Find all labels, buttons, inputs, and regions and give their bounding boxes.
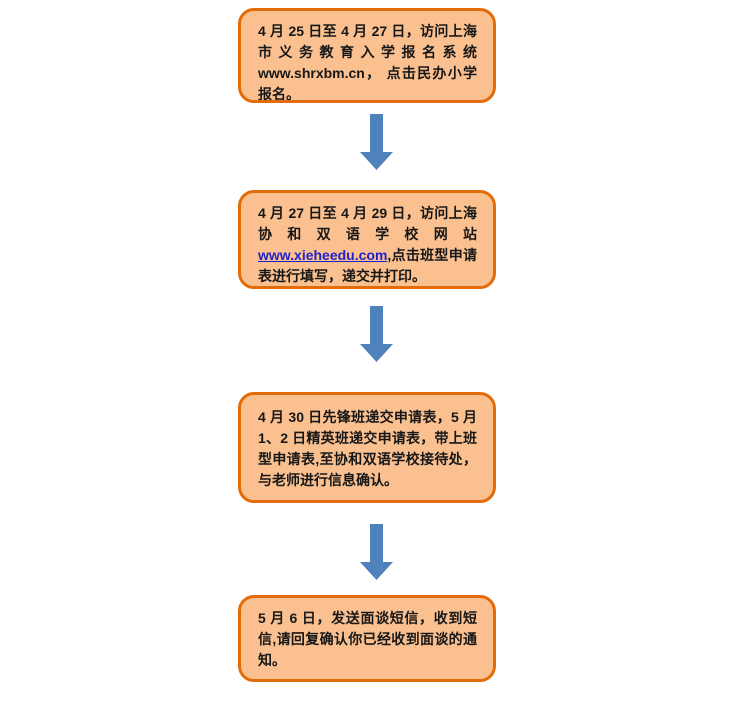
flow-step-1-box: 4 月 25 日至 4 月 27 日，访问上海市义务教育入学报名系统 www.s… [238, 8, 496, 103]
flow-step-1-text: 4 月 25 日至 4 月 27 日，访问上海市义务教育入学报名系统 www.s… [258, 23, 477, 102]
flow-step-4-text: 5 月 6 日，发送面谈短信，收到短信,请回复确认你已经收到面谈的通知。 [258, 610, 477, 668]
flow-step-2-box: 4 月 27 日至 4 月 29 日，访问上海协和双语学校网站 www.xieh… [238, 190, 496, 289]
school-website-link[interactable]: www.xieheedu.com [258, 247, 388, 263]
down-arrow-icon-3 [360, 524, 393, 580]
down-arrow-icon-2 [360, 306, 393, 362]
flow-step-2-text-post: ,点击班型申请表进行填写，递交并打印。 [258, 247, 477, 284]
down-arrow-icon-1 [360, 114, 393, 170]
flow-step-3-text: 4 月 30 日先锋班递交申请表，5 月 1、2 日精英班递交申请表，带上班型申… [258, 409, 477, 488]
flow-step-3-box: 4 月 30 日先锋班递交申请表，5 月 1、2 日精英班递交申请表，带上班型申… [238, 392, 496, 503]
flow-step-2-text-pre: 4 月 27 日至 4 月 29 日，访问上海协和双语学校网站 [258, 205, 477, 242]
flow-step-4-box: 5 月 6 日，发送面谈短信，收到短信,请回复确认你已经收到面谈的通知。 [238, 595, 496, 682]
